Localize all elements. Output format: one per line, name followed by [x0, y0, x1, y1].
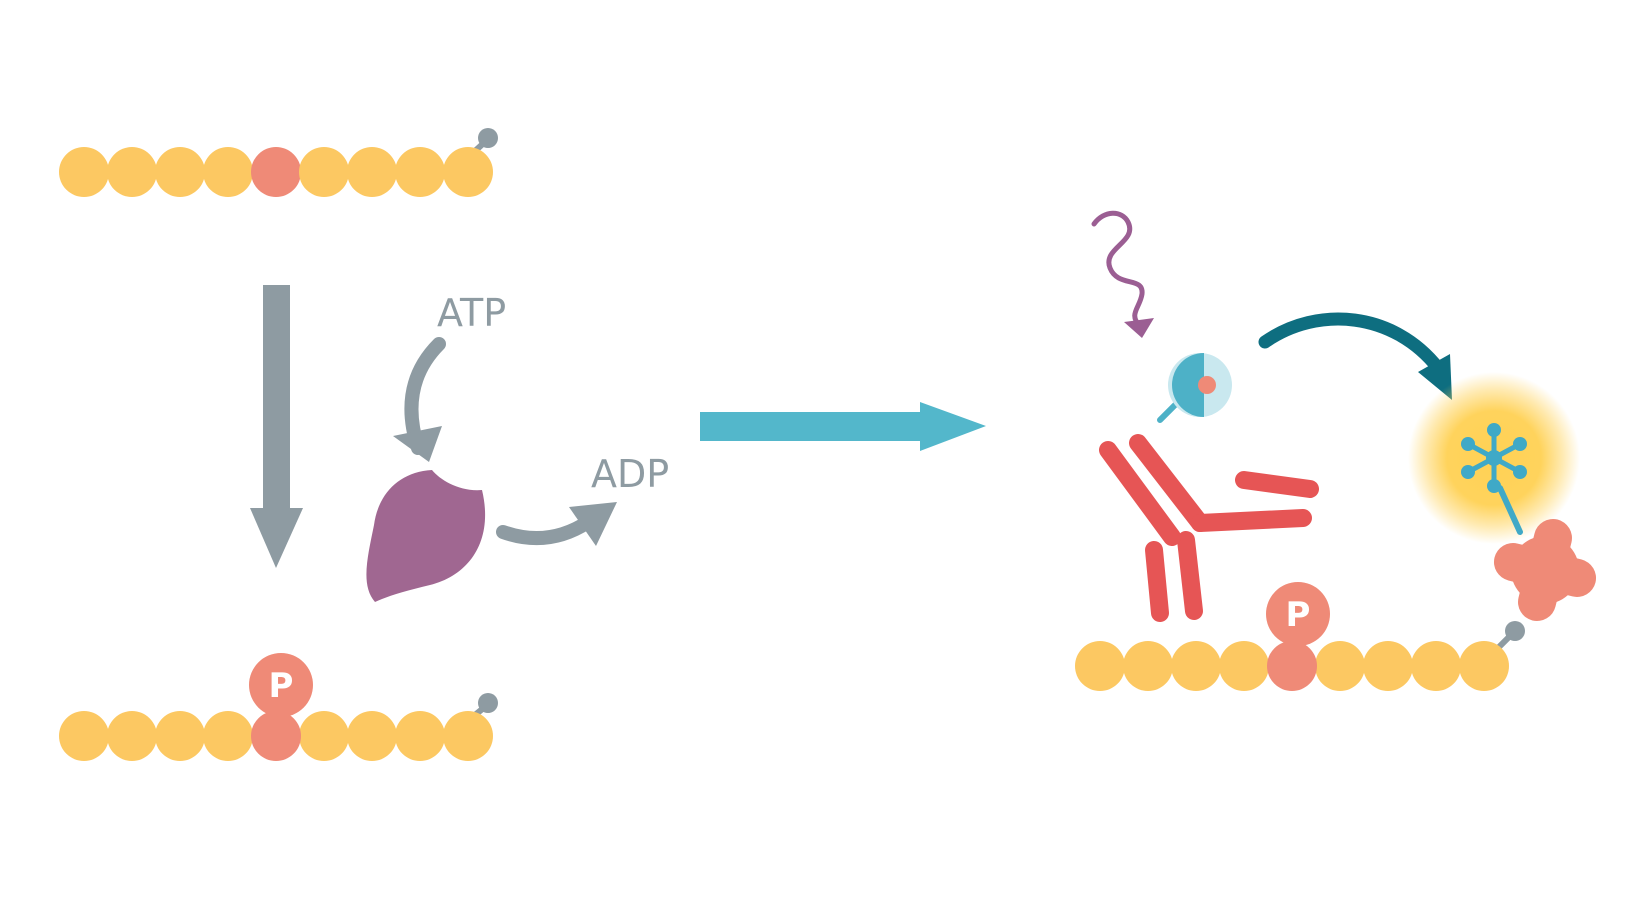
- fluorophore-icon: [1461, 423, 1527, 535]
- chain-residue: [107, 711, 157, 761]
- chain-residue: [1219, 641, 1269, 691]
- chain-anchor-bead: [478, 128, 498, 148]
- chain-residue: [203, 147, 253, 197]
- detection-arrow-shaft: [1258, 312, 1445, 375]
- adp-arrow-head: [569, 502, 617, 546]
- chain-residue: [1459, 641, 1509, 691]
- chain-residue: [1411, 641, 1461, 691]
- transition-arrow: [700, 402, 986, 451]
- signal-arrow-head: [1124, 318, 1154, 338]
- kinase-enzyme-icon: [366, 470, 486, 602]
- substrate-chain-phosphorylated: P: [59, 653, 498, 761]
- chain-residue: [395, 711, 445, 761]
- phosphate-group: P: [1266, 582, 1330, 646]
- chain-residue: [1123, 641, 1173, 691]
- chain-residue: [1315, 641, 1365, 691]
- chain-residue: [155, 147, 205, 197]
- atp-label: ATP: [437, 291, 506, 335]
- reporter-enzyme-icon: [1493, 518, 1597, 622]
- phosphate-label: P: [1286, 595, 1311, 635]
- chain-residue: [1075, 641, 1125, 691]
- chain-residue: [443, 147, 493, 197]
- chain-residue: [443, 711, 493, 761]
- antibody-label-sphere: [1157, 353, 1232, 423]
- chain-residue: [203, 711, 253, 761]
- chain-residue: [299, 147, 349, 197]
- target-residue: [251, 147, 301, 197]
- chain-residue: [299, 711, 349, 761]
- atp-arrow-head: [393, 426, 442, 462]
- chain-residue: [59, 147, 109, 197]
- phosphate-group: P: [249, 653, 313, 717]
- chain-residue: [347, 147, 397, 197]
- chain-residue: [107, 147, 157, 197]
- phosphorylated-residue: [1267, 641, 1317, 691]
- detection-substrate-chain: P: [1075, 582, 1525, 691]
- antibody-icon: [1099, 434, 1319, 622]
- light-signal-icon: [1091, 210, 1145, 329]
- phosphorylation-down-arrow: [250, 285, 303, 568]
- chain-anchor-bead: [478, 693, 498, 713]
- chain-residue: [347, 711, 397, 761]
- substrate-chain-unphosphorylated: [59, 128, 498, 197]
- kinase-reaction: ATP ADP: [366, 291, 669, 602]
- chain-residue: [1171, 641, 1221, 691]
- adp-arrow-shaft: [496, 515, 595, 546]
- phosphorylated-residue: [251, 711, 301, 761]
- adp-label: ADP: [591, 452, 669, 496]
- chain-residue: [59, 711, 109, 761]
- chain-residue: [1363, 641, 1413, 691]
- detection-panel: P: [1075, 210, 1597, 691]
- chain-residue: [395, 147, 445, 197]
- chain-anchor-bead: [1505, 621, 1525, 641]
- chain-residue: [155, 711, 205, 761]
- phosphate-label: P: [269, 666, 294, 706]
